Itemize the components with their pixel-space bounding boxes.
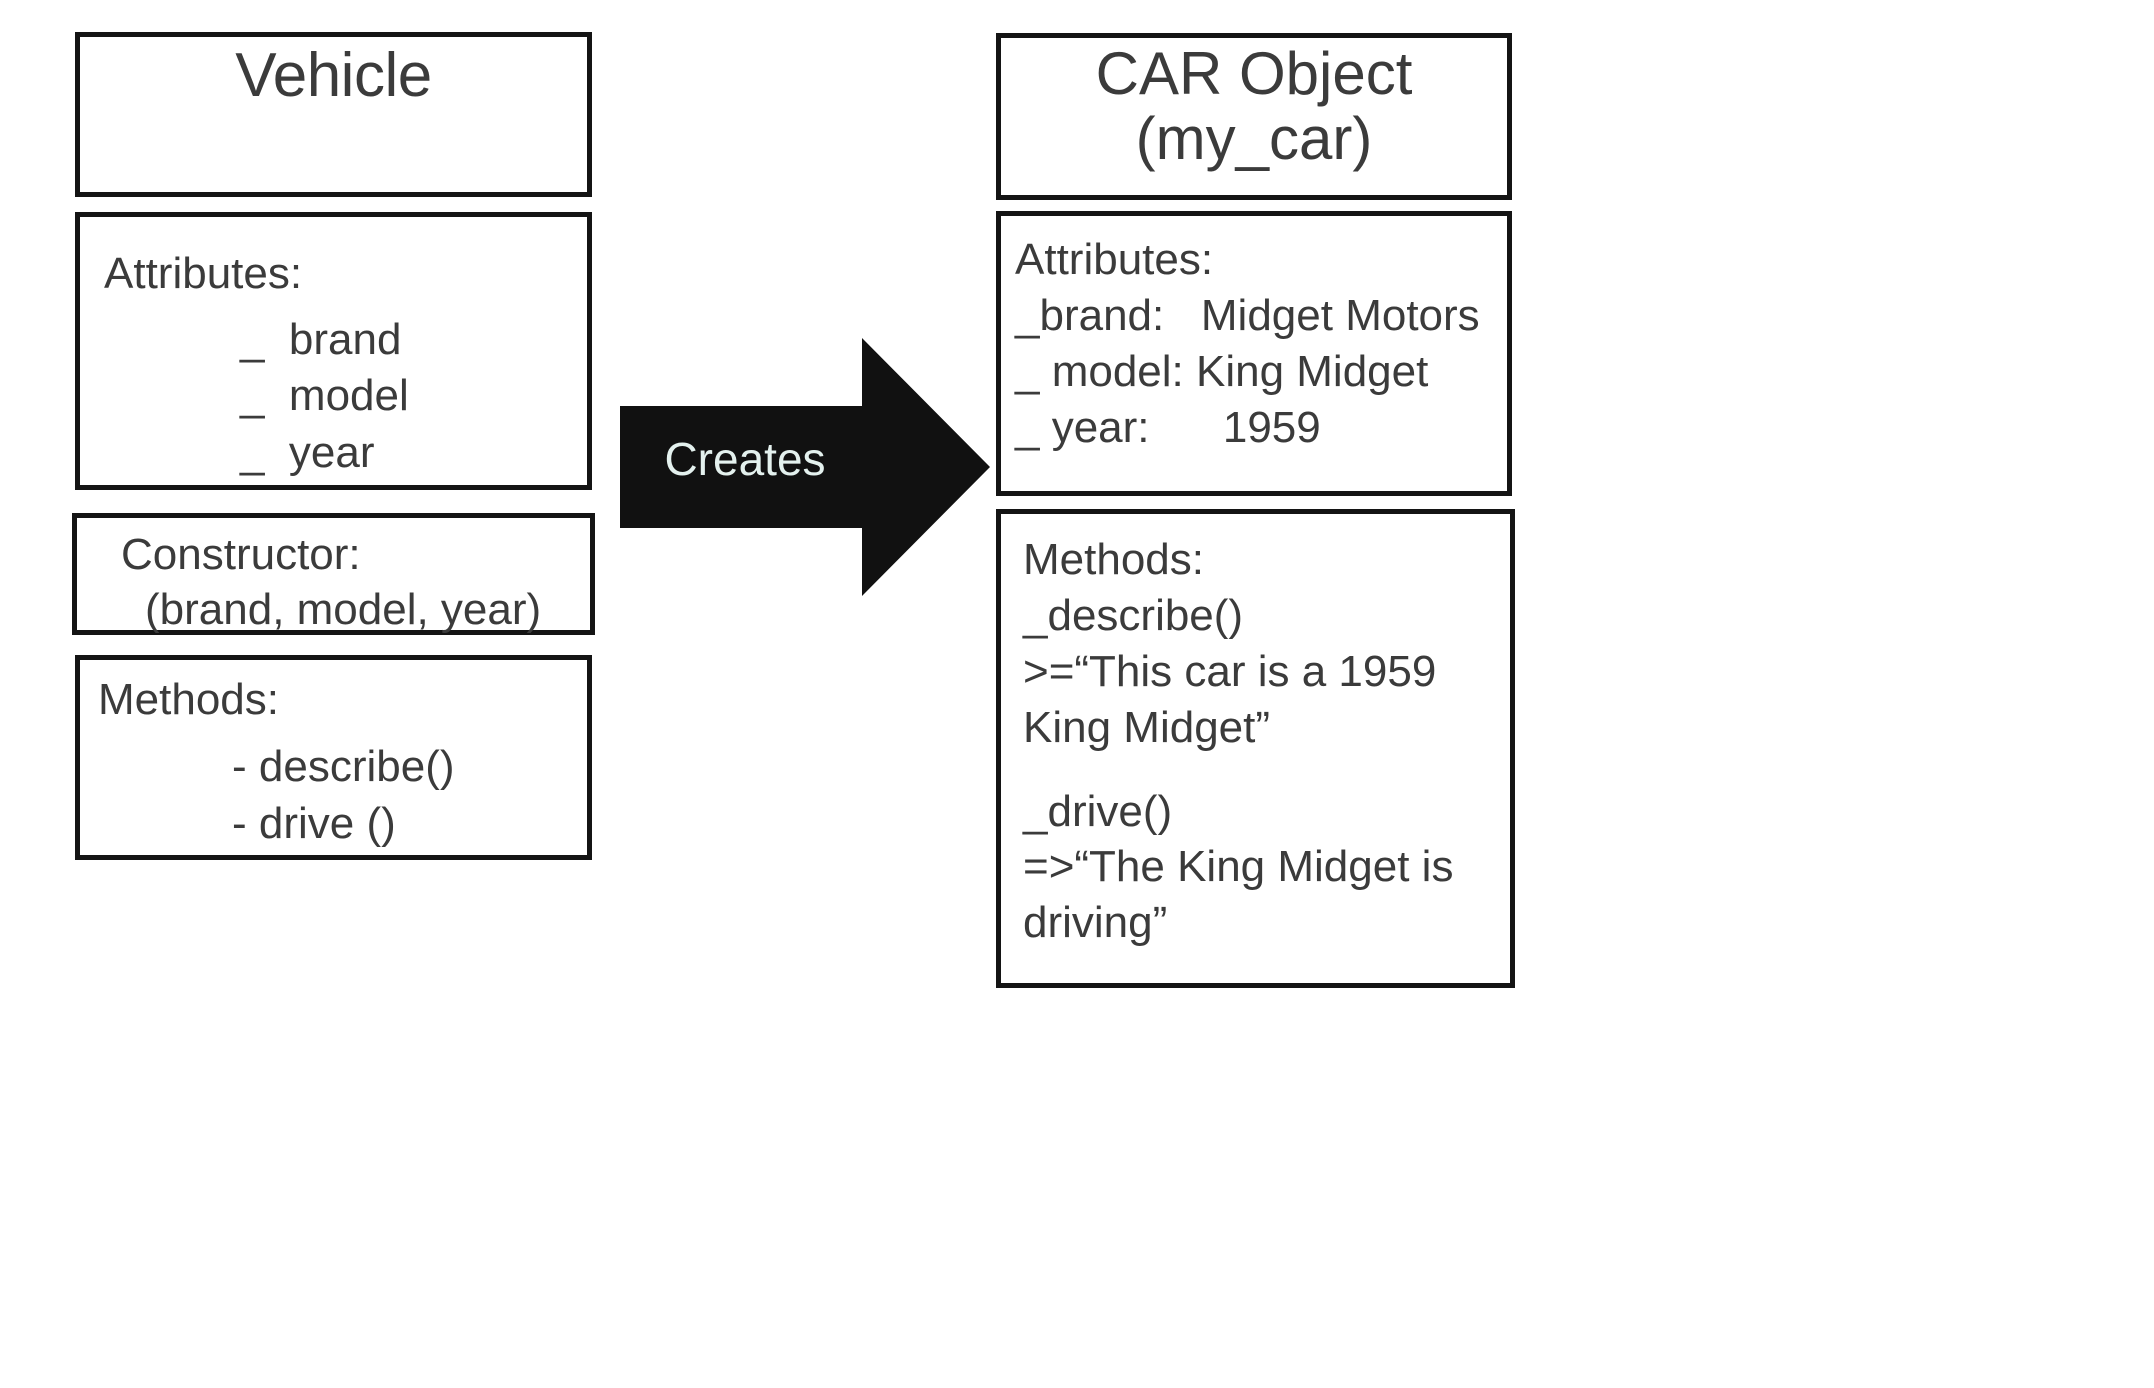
car-object-title-box: CAR Object (my_car) — [996, 33, 1512, 200]
car-object-attributes-list: Attributes: _brand: Midget Motors _ mode… — [1015, 232, 1480, 456]
car-object-describe-output-line1: >=“This car is a 1959 — [1023, 646, 1437, 696]
vehicle-attributes-list: _ brand _ model _ year — [240, 312, 409, 481]
car-object-describe-output-line2: King Midget” — [1023, 702, 1271, 752]
vehicle-methods-heading: Methods: — [98, 675, 279, 724]
car-object-drive-output-line2: driving” — [1023, 898, 1168, 948]
car-object-title-line2: (my_car) — [1135, 104, 1373, 172]
car-object-attribute-model: _ model: King Midget — [1015, 346, 1429, 396]
vehicle-attributes-heading: Attributes: — [104, 249, 303, 298]
car-object-methods-spacer — [1023, 756, 1453, 784]
vehicle-method-describe: - describe() — [232, 742, 455, 791]
vehicle-attribute-model: _ model — [240, 371, 409, 421]
car-object-methods-heading: Methods: — [1023, 535, 1204, 584]
vehicle-attribute-year: _ year — [240, 427, 375, 477]
car-object-attribute-year: _ year: 1959 — [1015, 402, 1321, 452]
vehicle-constructor-signature: (brand, model, year) — [145, 585, 542, 634]
car-object-method-describe: _describe() — [1023, 590, 1244, 640]
vehicle-class-title-box: Vehicle — [75, 32, 592, 197]
creates-arrow: Creates — [620, 338, 990, 596]
car-object-methods-list: Methods: _describe() >=“This car is a 19… — [1023, 532, 1453, 951]
vehicle-methods-list: - describe() - drive () — [232, 738, 455, 852]
car-object-attribute-brand: _brand: Midget Motors — [1015, 290, 1480, 340]
car-object-attributes-heading: Attributes: — [1015, 235, 1214, 284]
car-object-title: CAR Object (my_car) — [1001, 40, 1507, 172]
car-object-title-line1: CAR Object — [1095, 40, 1413, 107]
vehicle-attribute-brand: _ brand — [240, 315, 402, 364]
car-object-method-drive: _drive() — [1023, 786, 1173, 836]
vehicle-class-title: Vehicle — [235, 41, 432, 110]
vehicle-attributes-box: Attributes: _ brand _ model _ year — [75, 212, 592, 490]
vehicle-constructor-heading: Constructor: — [121, 530, 361, 579]
car-object-methods-box: Methods: _describe() >=“This car is a 19… — [996, 509, 1515, 988]
vehicle-methods-box: Methods: - describe() - drive () — [75, 655, 592, 860]
vehicle-constructor-box: Constructor: (brand, model, year) — [72, 513, 595, 635]
block-arrow-right-icon — [620, 338, 990, 596]
car-object-drive-output-line1: =>“The King Midget is — [1023, 842, 1454, 892]
vehicle-method-drive: - drive () — [232, 799, 396, 849]
car-object-attributes-box: Attributes: _brand: Midget Motors _ mode… — [996, 211, 1512, 496]
